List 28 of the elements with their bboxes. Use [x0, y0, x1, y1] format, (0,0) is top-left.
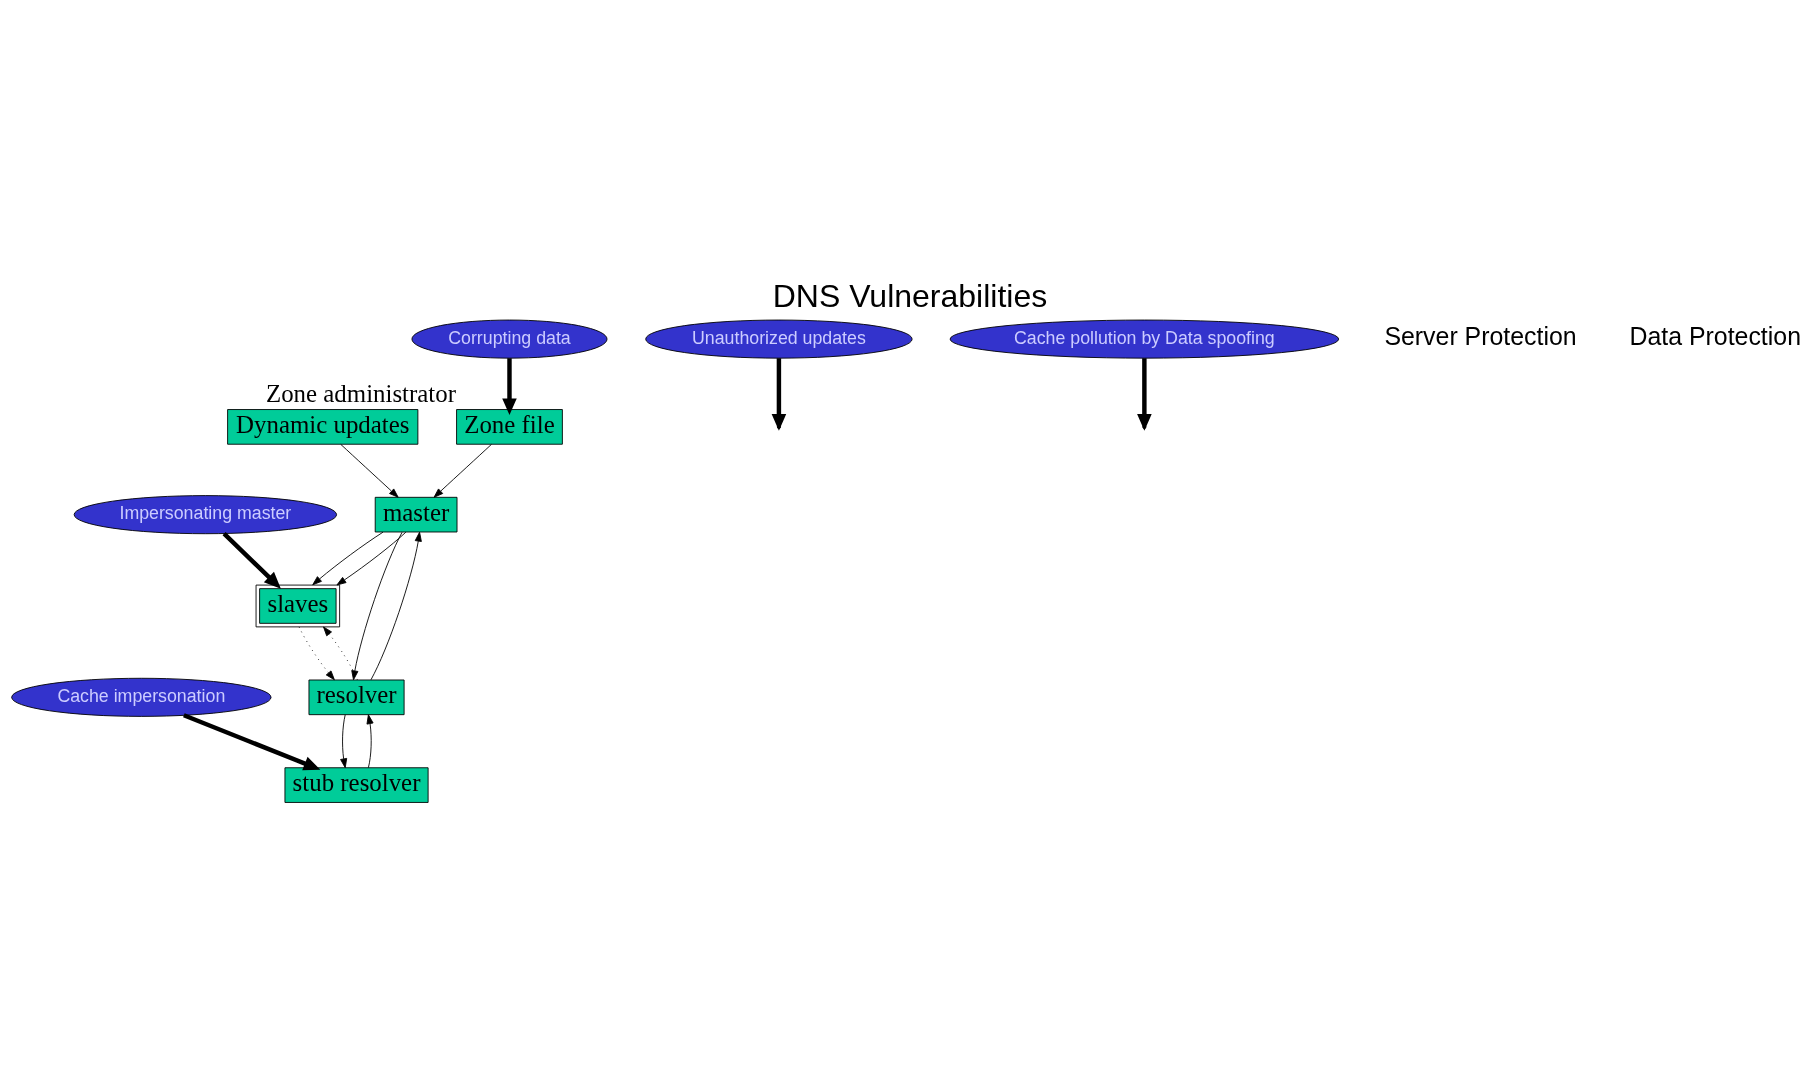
arrow	[183, 713, 321, 771]
arrow	[433, 443, 492, 498]
arrow	[323, 626, 358, 681]
node-ellipse: Impersonating master	[73, 495, 338, 535]
node-box: stub resolver	[284, 767, 429, 803]
arrow	[340, 714, 348, 769]
arrow	[298, 626, 335, 681]
arrow	[502, 358, 517, 416]
node-ellipse: Cache pollution by Data spoofing	[949, 319, 1340, 359]
node-label: Zone administrator	[266, 379, 456, 407]
node-ellipse: Corrupting data	[411, 319, 608, 359]
node-box: Dynamic updates	[227, 409, 419, 445]
node-box: resolver	[308, 679, 405, 716]
arrow	[366, 714, 374, 769]
arrow	[340, 443, 399, 498]
node-ellipse: Unauthorized updates	[645, 319, 913, 359]
diagram-title: DNS Vulnerabilities	[772, 277, 1048, 314]
node-box: master	[374, 496, 458, 533]
arrow	[351, 531, 403, 681]
node-box: Zone file	[456, 409, 563, 445]
label: Data Protection	[1629, 322, 1801, 351]
arrow	[222, 532, 281, 589]
node-ellipse: Cache impersonation	[11, 677, 272, 717]
arrow	[336, 531, 407, 586]
arrow	[370, 531, 422, 681]
arrow	[312, 531, 384, 586]
node-box: slaves	[255, 584, 341, 628]
label: Server Protection	[1384, 322, 1577, 351]
